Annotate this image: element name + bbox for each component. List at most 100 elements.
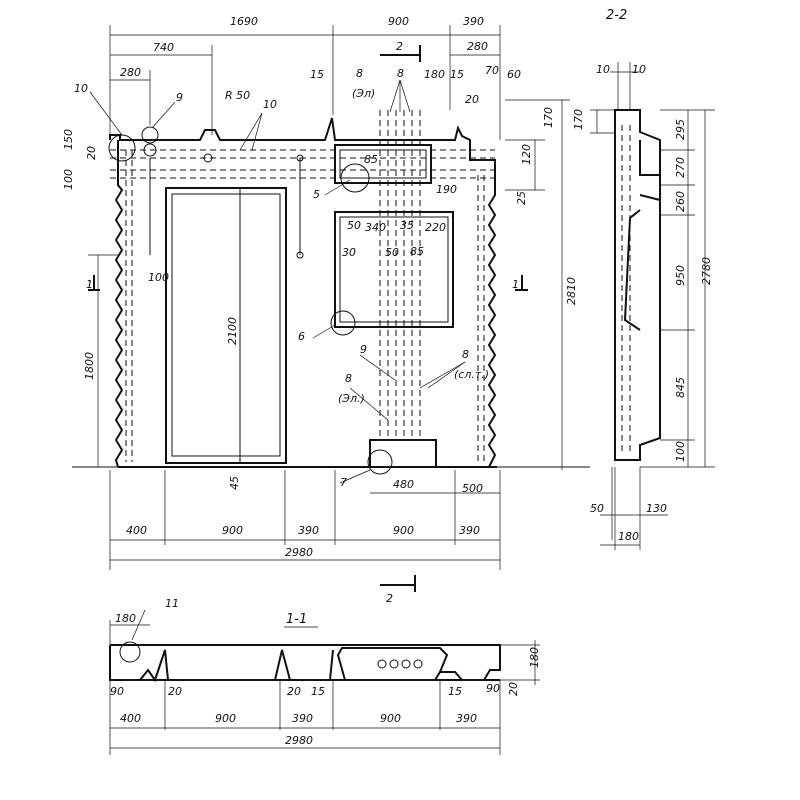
s22-dim-130: 130 xyxy=(646,502,667,515)
s22-dim-845: 845 xyxy=(674,377,687,398)
dim-85-a: 85 xyxy=(364,153,378,166)
dim-45: 45 xyxy=(228,476,241,490)
socket-hole xyxy=(389,659,399,669)
callout-8-low-right-note: (сл.т.) xyxy=(454,368,489,381)
dim-100-door: 100 xyxy=(148,271,169,284)
s22-dim-180: 180 xyxy=(618,530,639,543)
dim-280-left: 280 xyxy=(120,66,141,79)
panel-elevation xyxy=(72,110,590,475)
dim-180-top: 180 xyxy=(424,68,445,81)
dim-1800: 1800 xyxy=(83,352,96,380)
dim-340: 340 xyxy=(365,221,386,234)
window-opening xyxy=(334,211,454,328)
dim-20-left: 20 xyxy=(85,146,98,160)
section-1-1-title: 1-1 xyxy=(286,612,307,627)
dim-15-top-b: 15 xyxy=(450,68,464,81)
section-2-2-title: 2-2 xyxy=(606,8,627,23)
dim-bottom-390-a: 390 xyxy=(298,524,319,537)
s11-dim-15-a: 15 xyxy=(311,685,325,698)
upper-box xyxy=(334,144,432,184)
dim-740: 740 xyxy=(153,41,174,54)
s22-dim-950: 950 xyxy=(674,265,687,286)
callout-10-mid: 10 xyxy=(263,98,277,111)
lifting-loop xyxy=(141,126,159,144)
s11-dim-390-a: 390 xyxy=(292,712,313,725)
detail-circle-7 xyxy=(367,449,393,475)
detail-circle-10 xyxy=(108,134,136,162)
dim-120-right: 120 xyxy=(520,144,533,165)
dim-220: 220 xyxy=(425,221,446,234)
dim-bottom-390-b: 390 xyxy=(459,524,480,537)
s11-dim-180-right: 180 xyxy=(528,647,541,668)
dim-70-top: 70 xyxy=(485,64,499,77)
socket-hole xyxy=(401,659,411,669)
socket-hole xyxy=(413,659,423,669)
dim-100-left: 100 xyxy=(62,169,75,190)
dim-bottom-900-b: 900 xyxy=(393,524,414,537)
door-opening xyxy=(165,187,287,464)
callout-9-low: 9 xyxy=(360,343,367,356)
callout-7: 7 xyxy=(340,476,347,489)
s11-dim-90-right: 90 xyxy=(486,682,500,695)
dim-35: 35 xyxy=(400,219,414,232)
s11-dim-390-b: 390 xyxy=(456,712,477,725)
callout-8-low-right: 8 xyxy=(462,348,469,361)
dim-r50: R 50 xyxy=(225,89,250,102)
dim-280-right: 280 xyxy=(467,40,488,53)
s22-dim-295: 295 xyxy=(674,119,687,140)
dim-150-left: 150 xyxy=(62,129,75,150)
callout-8-low-left: 8 xyxy=(345,372,352,385)
cut-mark-top: 2 xyxy=(396,40,403,53)
s22-dim-2780: 2780 xyxy=(700,257,713,285)
s22-dim-10-b: 10 xyxy=(632,63,646,76)
callout-8-b: 8 xyxy=(397,67,404,80)
dim-bottom-400: 400 xyxy=(126,524,147,537)
elevation-labels: 1690 900 390 740 280 280 R 50 15 180 15 … xyxy=(62,15,578,605)
dim-60-top: 60 xyxy=(507,68,521,81)
s22-dim-10-a: 10 xyxy=(596,63,610,76)
socket-hole xyxy=(377,659,387,669)
callout-11: 11 xyxy=(165,597,179,610)
s22-dim-170: 170 xyxy=(572,109,585,130)
dim-top-1690: 1690 xyxy=(230,15,258,28)
cut-mark-left: 1 xyxy=(86,278,93,291)
s22-dim-270: 270 xyxy=(674,157,687,178)
dim-20-top: 20 xyxy=(465,93,479,106)
s11-dim-20-a: 20 xyxy=(168,685,182,698)
elevation-dimension-lines xyxy=(88,25,570,592)
socket-box xyxy=(369,439,437,468)
dim-top-390: 390 xyxy=(463,15,484,28)
s11-dim-total-2980: 2980 xyxy=(285,734,313,747)
callout-6: 6 xyxy=(298,330,305,343)
callout-5: 5 xyxy=(313,188,320,201)
s22-dim-260: 260 xyxy=(674,191,687,212)
dim-2100: 2100 xyxy=(226,317,239,345)
detail-circle-11 xyxy=(119,641,141,663)
dim-190: 190 xyxy=(436,183,457,196)
s22-dim-50: 50 xyxy=(590,502,604,515)
callout-10-left: 10 xyxy=(74,82,88,95)
dim-480: 480 xyxy=(393,478,414,491)
s11-dim-15-b: 15 xyxy=(448,685,462,698)
dim-top-900: 900 xyxy=(388,15,409,28)
section-2-2: 2-2 10 10 170 295 270 260 950 845 100 2 xyxy=(572,8,715,550)
dim-85-b: 85 xyxy=(410,245,424,258)
dim-50-b: 50 xyxy=(385,246,399,259)
callout-8-low-left-note: (Эл.) xyxy=(338,392,365,405)
detail-circle-5 xyxy=(340,163,370,193)
s11-dim-900-b: 900 xyxy=(380,712,401,725)
s11-dim-180-top: 180 xyxy=(115,612,136,625)
dim-2810: 2810 xyxy=(565,277,578,305)
dim-500: 500 xyxy=(462,482,483,495)
section-1-1: 1-1 180 11 90 20 20 15 15 90 20 180 400 … xyxy=(109,597,541,755)
s11-dim-400: 400 xyxy=(120,712,141,725)
cut-mark-bottom: 2 xyxy=(386,592,393,605)
cut-mark-right: 1 xyxy=(512,278,519,291)
dim-total-2980: 2980 xyxy=(285,546,313,559)
dim-170-right: 170 xyxy=(542,107,555,128)
dim-25-right: 25 xyxy=(515,191,528,205)
s11-dim-20-b: 20 xyxy=(287,685,301,698)
detail-circle-6 xyxy=(330,310,356,336)
dim-bottom-900-a: 900 xyxy=(222,524,243,537)
